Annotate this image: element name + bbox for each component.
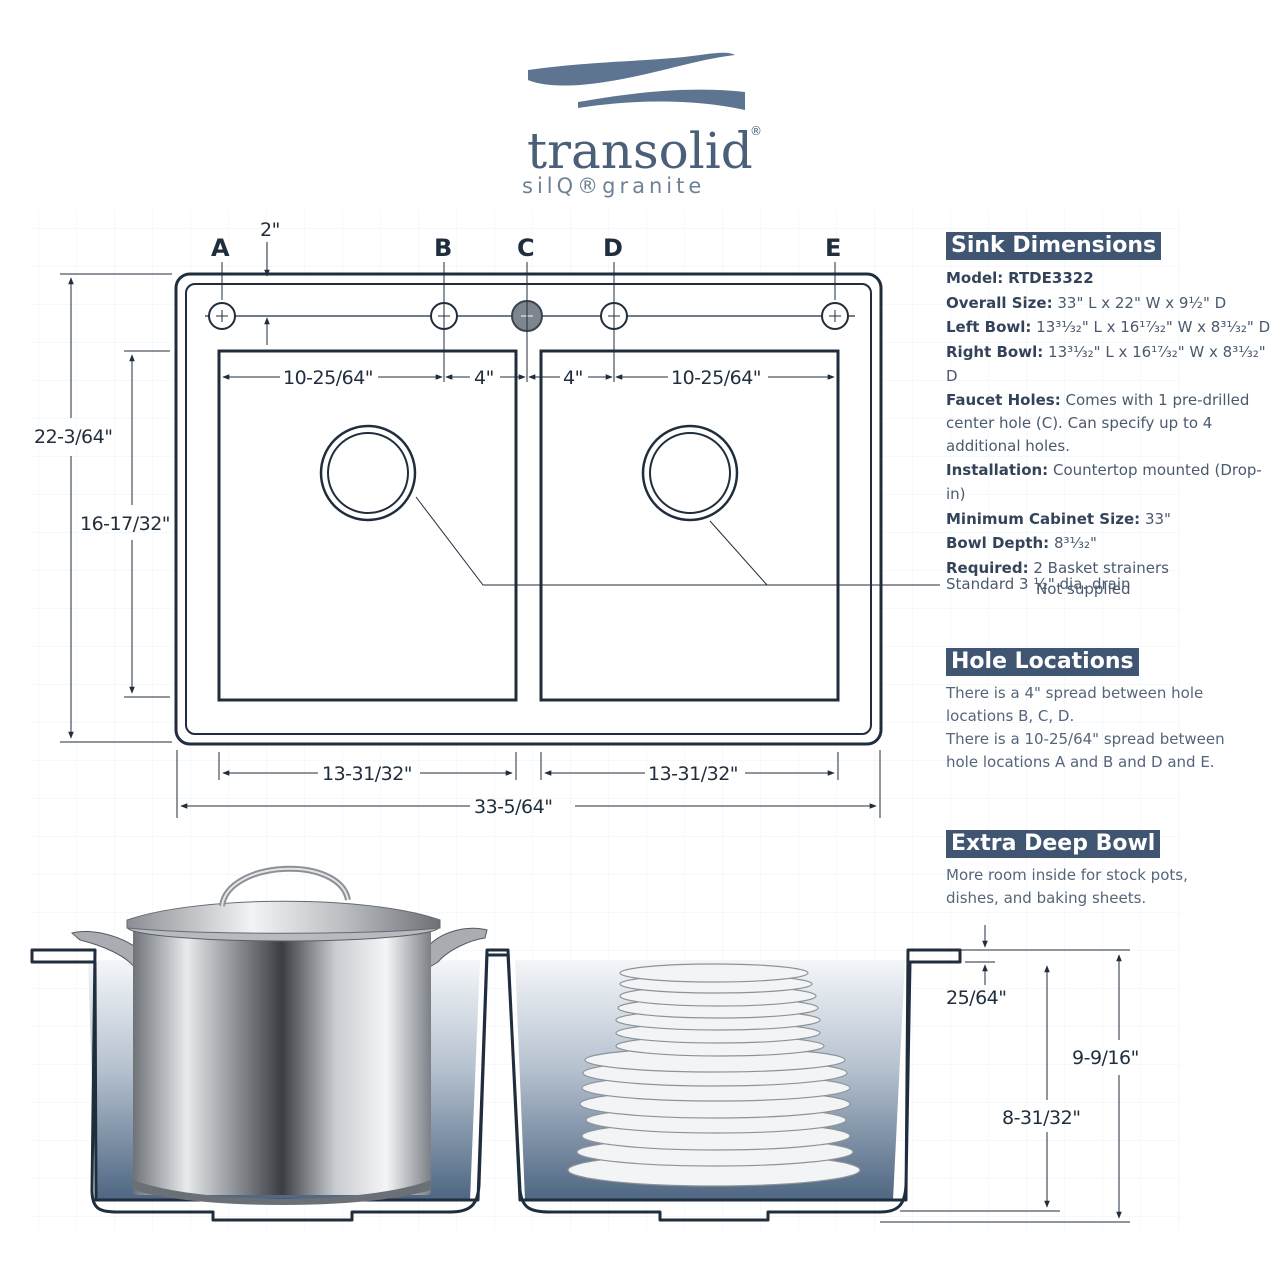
- brand-subtitle: silQ®granite: [522, 174, 705, 198]
- brand-name: transolid: [527, 122, 753, 180]
- left-drain: [319, 424, 417, 522]
- right-drain: [641, 424, 739, 522]
- spec-faucet-holes: Faucet Holes: Comes with 1 pre-drilled c…: [946, 390, 1250, 455]
- dim-edge-offset: 2": [260, 219, 280, 241]
- dim-spread-de: 10-25/64": [671, 367, 761, 389]
- dim-overall-length: 33-5/64": [474, 796, 552, 818]
- brand-logo: transolid ® silQ®granite: [522, 52, 762, 198]
- spec-left-bowl: Left Bowl: 13³¹⁄₃₂" L x 16¹⁷⁄₃₂" W x 8³¹…: [946, 318, 1271, 336]
- dim-left-bowl-length: 13-31/32": [322, 763, 412, 785]
- drain-callout: Standard 3 ½" dia. drain: [946, 575, 1131, 593]
- hole-locations-heading: Hole Locations: [946, 648, 1139, 676]
- extra-deep-text: More room inside for stock pots, dishes,…: [946, 866, 1188, 907]
- extra-deep-panel: Extra Deep Bowl More room inside for sto…: [946, 830, 1216, 910]
- side-view: 25/64" 9-9/16" 8-31/32": [30, 865, 1139, 1223]
- hole-locations-panel: Hole Locations There is a 4" spread betw…: [946, 648, 1246, 774]
- hole-label-c: C: [517, 234, 535, 262]
- hole-locations-line2: There is a 10-25/64" spread between hole…: [946, 730, 1225, 771]
- dim-bowl-depth: 8-31/32": [1002, 1107, 1080, 1129]
- extra-deep-heading: Extra Deep Bowl: [946, 830, 1161, 858]
- hole-label-b: B: [434, 234, 452, 262]
- dim-spread-ab: 10-25/64": [283, 367, 373, 389]
- faucet-hole-e: [821, 302, 849, 330]
- hole-label-d: D: [603, 234, 623, 262]
- left-bowl: [217, 349, 518, 702]
- top-view: A B C D E 2" 10-25/64" 4" 4" 10-25/64" 2…: [34, 219, 940, 818]
- dim-bowl-width: 16-17/32": [80, 513, 170, 535]
- spec-overall-size: Overall Size: 33" L x 22" W x 9½" D: [946, 293, 1227, 312]
- hole-label-e: E: [825, 234, 841, 262]
- sink-dimensions-panel: Sink Dimensions Model: RTDE3322 Overall …: [946, 232, 1276, 598]
- spec-bowl-depth: Bowl Depth: 8³¹⁄₃₂": [946, 534, 1097, 552]
- spec-required-note: Not supplied: [1036, 580, 1131, 598]
- spec-model: Model: RTDE3322: [946, 269, 1094, 287]
- spec-min-cabinet: Minimum Cabinet Size: 33": [946, 509, 1171, 528]
- stock-pot-image: [70, 865, 488, 1205]
- dim-right-bowl-length: 13-31/32": [648, 763, 738, 785]
- faucet-hole-a: [208, 302, 236, 330]
- spec-right-bowl: Right Bowl: 13³¹⁄₃₂" L x 16¹⁷⁄₃₂" W x 8³…: [946, 342, 1266, 386]
- dim-overall-depth: 9-9/16": [1072, 1047, 1139, 1069]
- right-bowl: [539, 349, 840, 702]
- plates-stack-image: [567, 963, 861, 1187]
- dim-overall-width: 22-3/64": [34, 426, 112, 448]
- sink-dimensions-heading: Sink Dimensions: [946, 232, 1162, 260]
- hole-label-a: A: [211, 234, 230, 262]
- trademark-mark: ®: [750, 124, 762, 138]
- hole-locations-line1: There is a 4" spread between hole locati…: [946, 684, 1204, 725]
- dim-spread-bc: 4": [474, 367, 494, 389]
- sink-section-outline: [30, 948, 962, 1222]
- dim-rim-thickness: 25/64": [946, 987, 1007, 1009]
- sink-rim: [185, 283, 872, 735]
- spec-installation: Installation: Countertop mounted (Drop-i…: [946, 460, 1262, 504]
- spec-required: Required: 2 Basket strainers Not supplie…: [946, 556, 1276, 599]
- dim-spread-cd: 4": [563, 367, 583, 389]
